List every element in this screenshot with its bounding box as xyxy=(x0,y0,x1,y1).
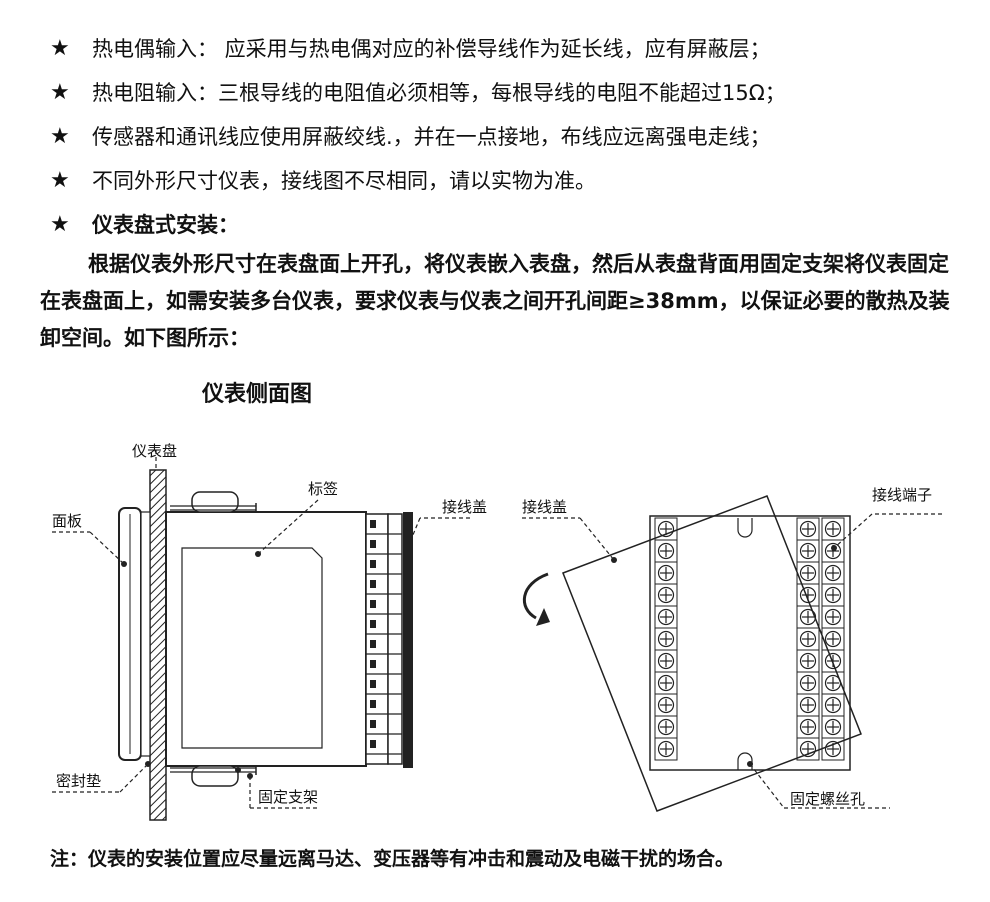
label-terminals: 接线端子 xyxy=(872,486,933,504)
label-fixing-screw-hole: 固定螺丝孔 xyxy=(790,790,866,808)
star-icon: ★ xyxy=(50,167,70,193)
terminal-cover-side-shape xyxy=(403,512,413,768)
instrument-body xyxy=(165,511,367,767)
terminal-cover-back-shape xyxy=(562,495,862,812)
bullet-text: 传感器和通讯线应使用屏蔽绞线.，并在一点接地，布线应远离强电走线； xyxy=(92,125,771,149)
bullet-rtd: ★ 热电阻输入：三根导线的电阻值必须相等，每根导线的电阻不能超过15Ω； xyxy=(50,70,970,114)
side-view xyxy=(52,450,470,821)
screw-hole-top xyxy=(737,518,753,538)
bullet-thermocouple: ★ 热电偶输入： 应采用与热电偶对应的补偿导线作为延长线，应有屏蔽层； xyxy=(50,26,970,70)
top-bracket xyxy=(191,491,239,513)
bottom-bracket xyxy=(191,765,239,787)
installation-diagram xyxy=(52,450,942,821)
label-terminal-cover-back: 接线盖 xyxy=(522,498,568,516)
label-fixing-bracket: 固定支架 xyxy=(258,788,319,806)
label-terminal-cover-side: 接线盖 xyxy=(442,498,488,516)
tag-shape xyxy=(181,547,323,749)
bullet-shielded-cable: ★ 传感器和通讯线应使用屏蔽绞线.，并在一点接地，布线应远离强电走线； xyxy=(50,114,970,158)
label-tag: 标签 xyxy=(308,480,339,498)
bullet-panel-mount-heading: ★ 仪表盘式安装： xyxy=(50,202,970,246)
back-view xyxy=(522,495,942,812)
requirements-list: ★ 热电偶输入： 应采用与热电偶对应的补偿导线作为延长线，应有屏蔽层； ★ 热电… xyxy=(50,26,970,246)
star-icon: ★ xyxy=(50,79,70,105)
installation-paragraph: 根据仪表外形尺寸在表盘面上开孔，将仪表嵌入表盘，然后从表盘背面用固定支架将仪表固… xyxy=(40,252,950,350)
bullet-text: 热电偶输入： 应采用与热电偶对应的补偿导线作为延长线，应有屏蔽层； xyxy=(92,37,771,61)
bullet-text: 热电阻输入：三根导线的电阻值必须相等，每根导线的电阻不能超过15Ω； xyxy=(92,81,786,105)
star-icon: ★ xyxy=(50,211,70,237)
bullet-wiring-varies: ★ 不同外形尺寸仪表，接线图不尽相同，请以实物为准。 xyxy=(50,158,970,202)
panel-board-shape xyxy=(149,469,167,821)
bullet-text: 仪表盘式安装： xyxy=(92,213,239,237)
rear-panel xyxy=(649,515,851,771)
diagram-title: 仪表侧面图 xyxy=(202,381,313,407)
installation-note: 注：仪表的安装位置应尽量远离马达、变压器等有冲击和震动及电磁干扰的场合。 xyxy=(50,848,735,870)
star-icon: ★ xyxy=(50,123,70,149)
label-panel-board: 仪表盘 xyxy=(132,442,178,460)
bullet-text: 不同外形尺寸仪表，接线图不尽相同，请以实物为准。 xyxy=(92,169,596,193)
left-terminal-column xyxy=(654,517,678,761)
rotate-arrow-icon xyxy=(522,572,549,620)
star-icon: ★ xyxy=(50,35,70,61)
label-seal-gasket: 密封垫 xyxy=(56,772,102,790)
screw-hole-bottom xyxy=(737,752,753,770)
label-face-plate: 面板 xyxy=(52,512,83,530)
